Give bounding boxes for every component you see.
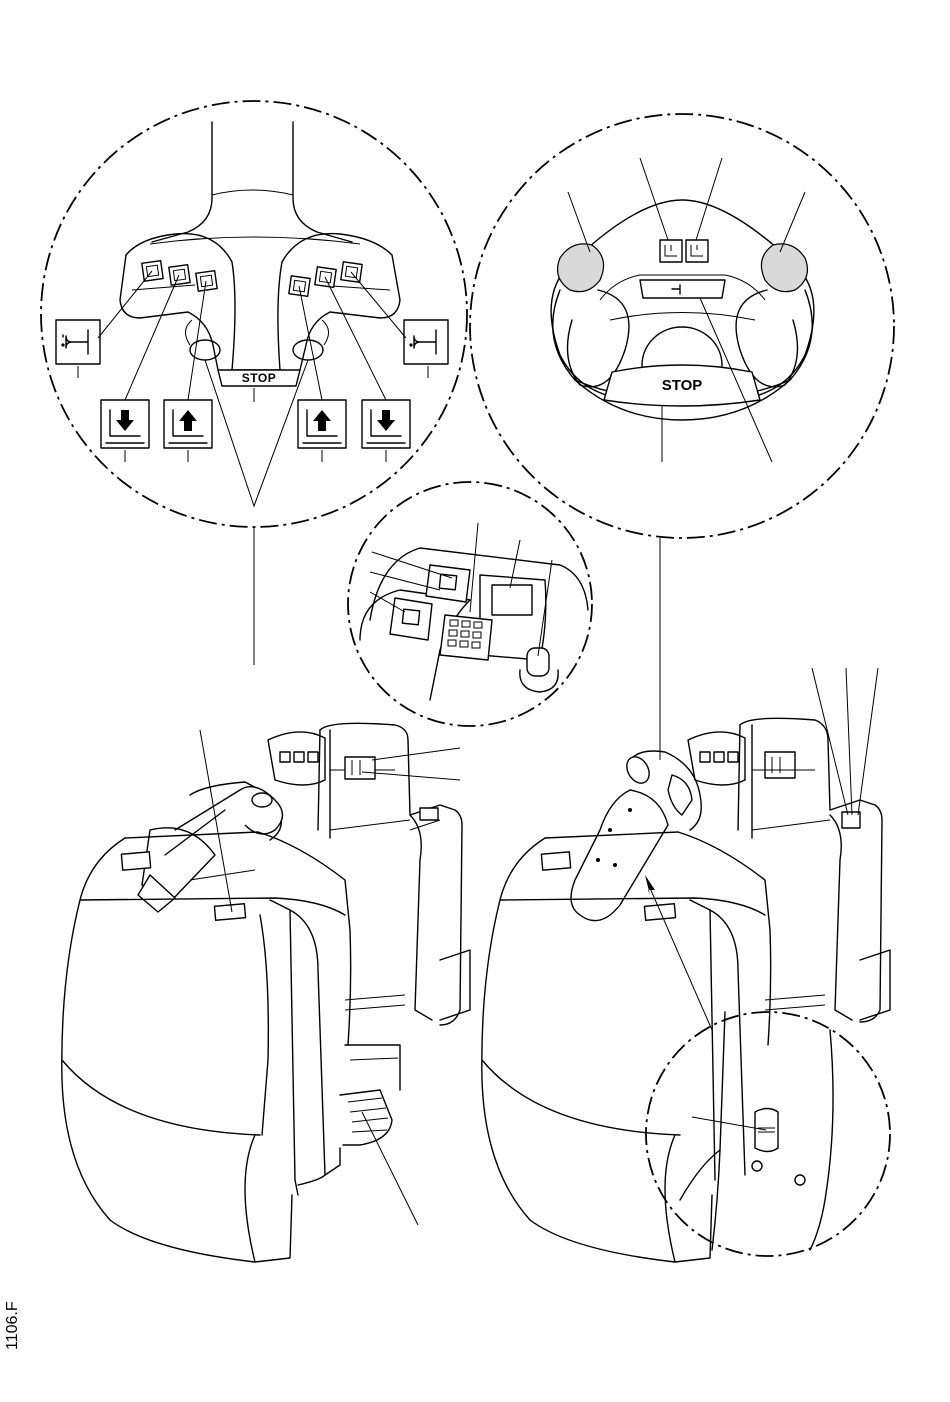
detail-steering-wheel: STOP (470, 114, 894, 650)
raise-forks-icon-right (298, 400, 346, 448)
truck-left (62, 723, 470, 1262)
detail-circle-right (470, 114, 894, 538)
detail-lower-socket (646, 1012, 890, 1256)
detail-circle-left (41, 101, 467, 527)
detail-circle-middle (348, 482, 592, 726)
tiller-arm (571, 790, 668, 921)
detail-control-panel (348, 482, 592, 726)
horn-icon-right (404, 320, 448, 364)
tiller-switch-left-2 (169, 265, 190, 285)
key-switch (527, 648, 549, 676)
tiller-switch-left-1 (142, 261, 163, 281)
wheel-switch-lift-lower (660, 240, 708, 262)
lower-forks-icon-right (362, 400, 410, 448)
lower-forks-icon-left (101, 400, 149, 448)
tiller-switch-left-3 (196, 271, 217, 291)
raise-forks-icon-left (164, 400, 212, 448)
horn-icon-left (56, 320, 100, 364)
wheel-grip-right (761, 244, 807, 292)
wheel-stop-label: STOP (662, 377, 703, 394)
wheel-grip-left (558, 244, 604, 292)
figure-ref-code: 1106.F (4, 1301, 21, 1350)
tiller-stop-label: STOP (242, 371, 276, 385)
